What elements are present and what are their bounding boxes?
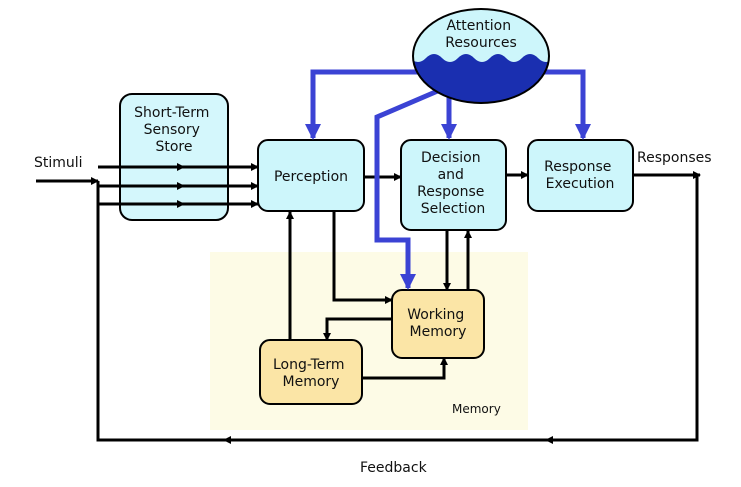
attention-label: Attention Resources [445, 18, 517, 51]
working-memory-to-long-term-arrow [323, 317, 392, 341]
execution-box [527, 139, 634, 212]
long-term-memory-box [259, 339, 363, 405]
attention-to-perception-arrow [305, 69, 440, 140]
perception-to-working-memory-arrow [332, 211, 393, 304]
sensory-store-label: Short-Term Sensory Store [134, 105, 214, 155]
working-memory-label: Working Memory [407, 307, 469, 340]
sensory-store-inner-arrows [120, 163, 228, 208]
decision-box [400, 139, 507, 231]
long-term-to-working-memory-arrow [362, 357, 448, 380]
stimuli-label: Stimuli [34, 155, 83, 171]
feedback-label: Feedback [360, 460, 428, 476]
attention-water [413, 54, 549, 103]
memory-region-label: Memory [452, 402, 501, 416]
perception-label: Perception [274, 169, 348, 185]
feedback-loop-line [96, 175, 699, 442]
perception-box [257, 139, 365, 212]
attention-to-working-memory-arrow [374, 87, 441, 290]
execution-label: Response Execution [544, 159, 616, 192]
decision-label: Decision and Response Selection [417, 150, 489, 217]
long-term-memory-label: Long-Term Memory [273, 357, 349, 390]
responses-label: Responses [637, 150, 712, 166]
attention-resources: Attention Resources [412, 8, 550, 104]
sensory-store-box [119, 93, 229, 221]
working-memory-box [391, 289, 485, 359]
